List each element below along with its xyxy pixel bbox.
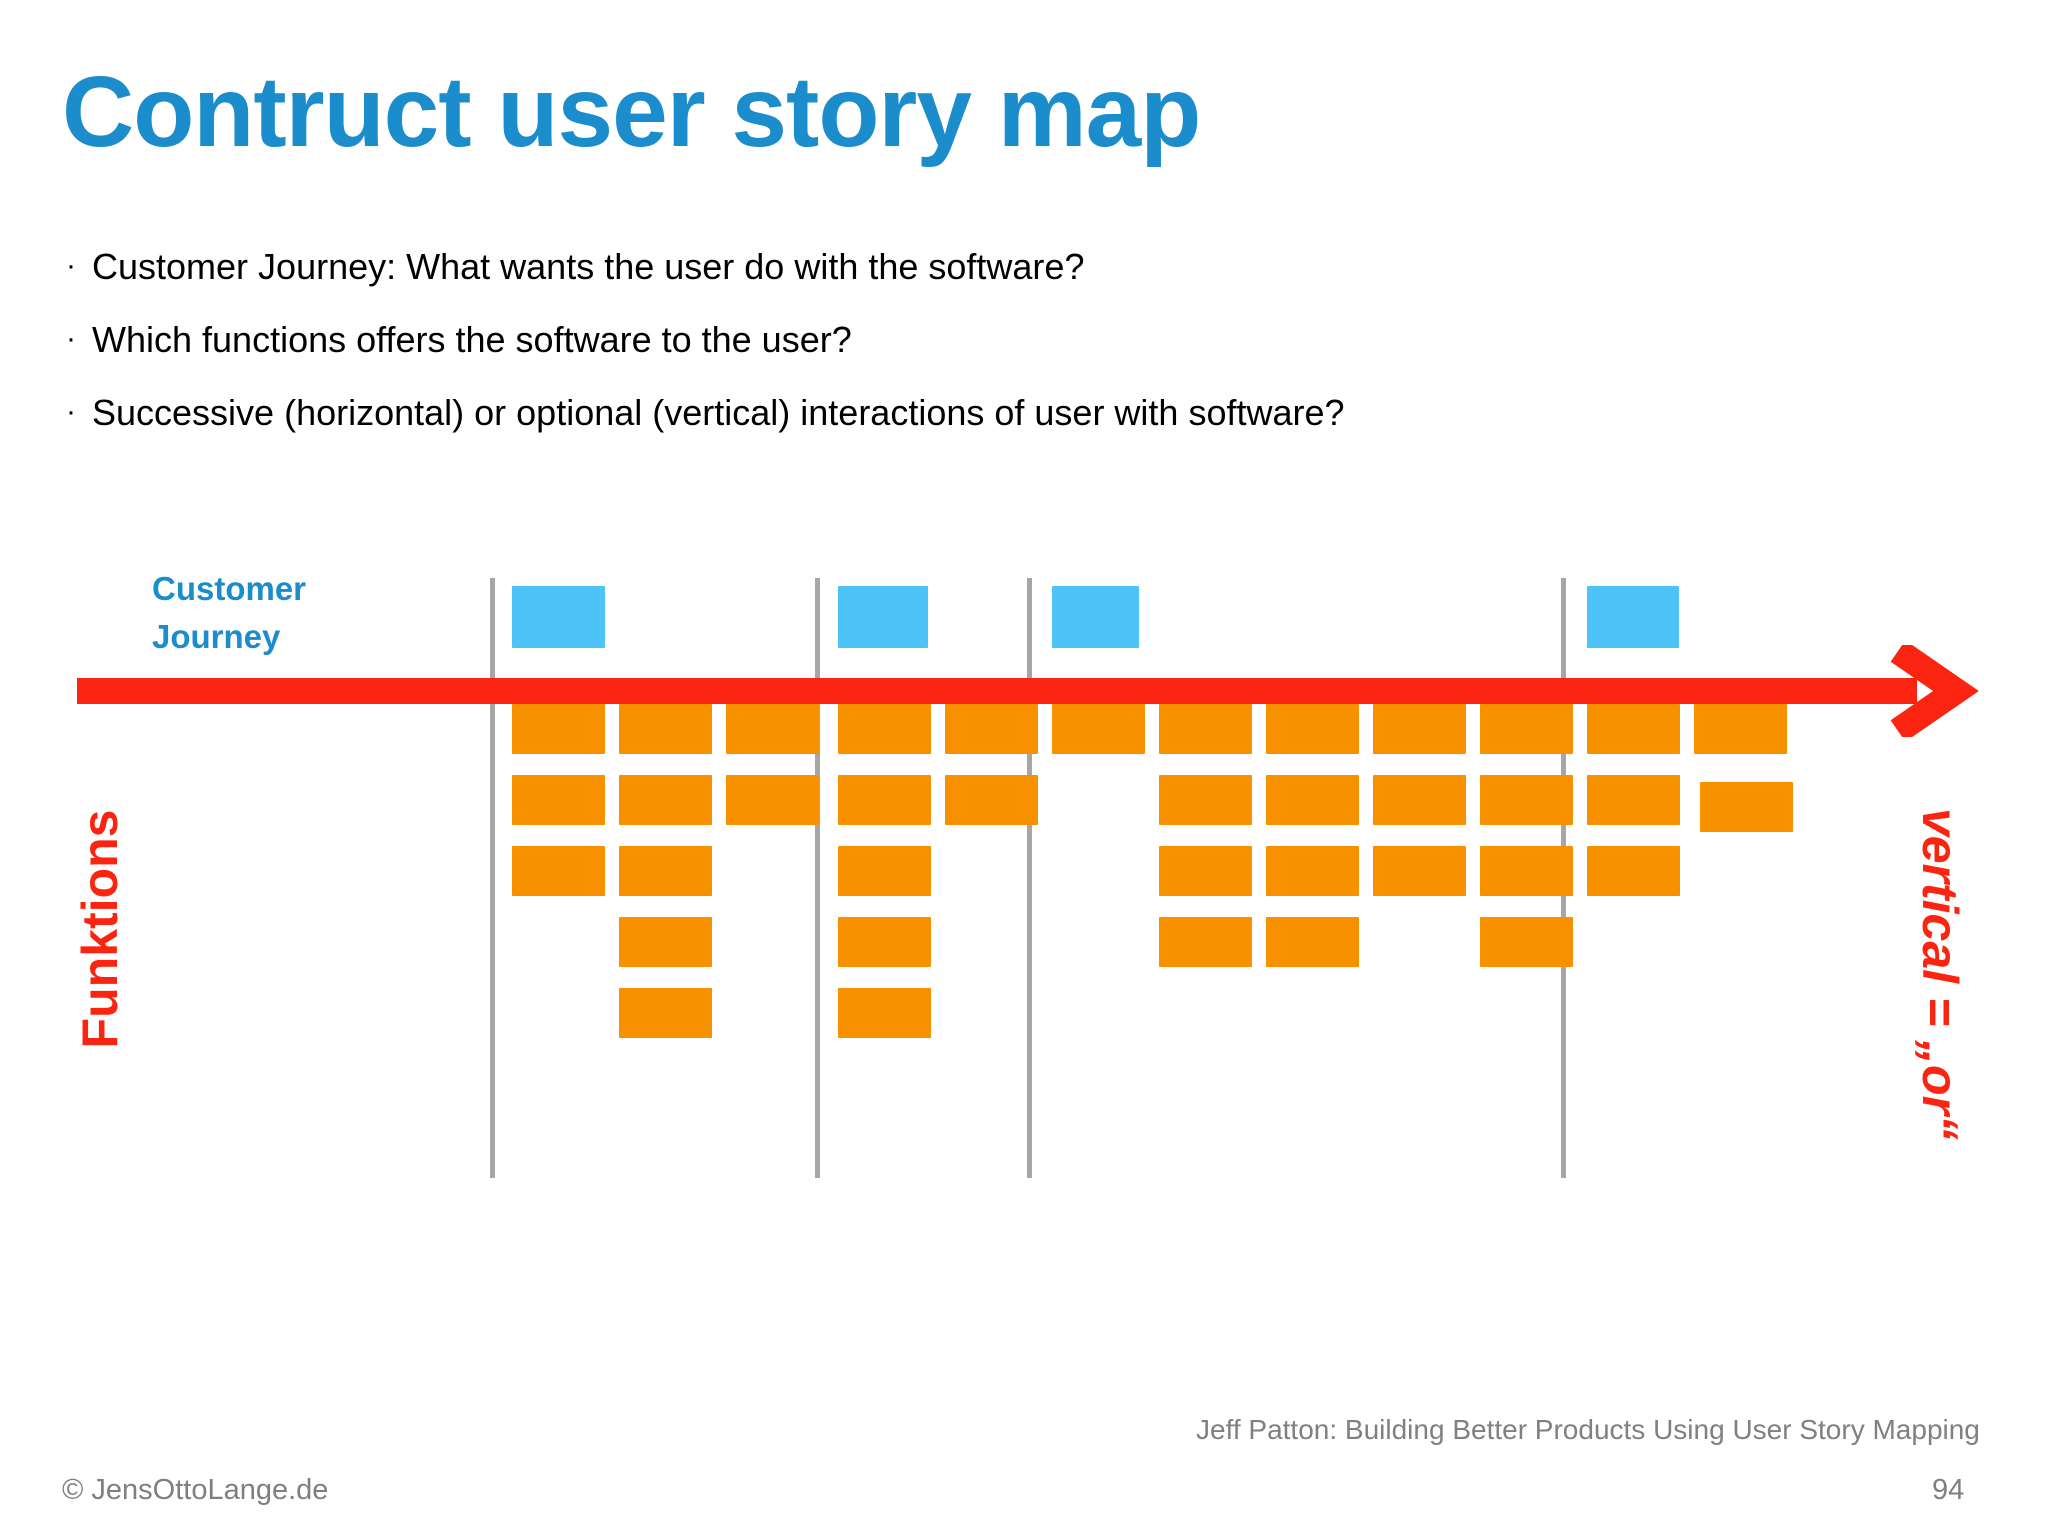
task-card[interactable]: [1587, 775, 1680, 825]
task-card[interactable]: [838, 704, 931, 754]
arrow-head-icon: [1890, 645, 1979, 737]
customer-journey-label-line2: Journey: [152, 618, 281, 655]
task-card[interactable]: [726, 775, 819, 825]
task-card[interactable]: [1700, 782, 1793, 832]
task-card[interactable]: [512, 704, 605, 754]
task-card[interactable]: [619, 846, 712, 896]
task-card[interactable]: [1480, 846, 1573, 896]
task-card[interactable]: [1694, 704, 1787, 754]
customer-journey-label-line1: Customer: [152, 570, 307, 607]
page-title: Contruct user story map: [62, 56, 1201, 168]
bullet-marker-icon: ·: [66, 395, 76, 428]
bullet-marker-icon: ·: [66, 249, 76, 282]
task-card[interactable]: [1266, 917, 1359, 967]
column-divider: [815, 578, 820, 1178]
list-item: · Which functions offers the software to…: [66, 318, 1766, 366]
task-card[interactable]: [1373, 704, 1466, 754]
bullet-text: Which functions offers the software to t…: [92, 319, 852, 360]
bullet-marker-icon: ·: [66, 322, 76, 355]
list-item: · Customer Journey: What wants the user …: [66, 245, 1766, 293]
task-card[interactable]: [1373, 775, 1466, 825]
task-card[interactable]: [1480, 775, 1573, 825]
task-card[interactable]: [1587, 704, 1680, 754]
task-card[interactable]: [1266, 775, 1359, 825]
column-divider: [490, 578, 495, 1178]
task-card[interactable]: [1266, 846, 1359, 896]
task-card[interactable]: [838, 775, 931, 825]
task-card[interactable]: [945, 775, 1038, 825]
task-card[interactable]: [838, 846, 931, 896]
list-item: · Successive (horizontal) or optional (v…: [66, 391, 1766, 439]
task-card[interactable]: [619, 775, 712, 825]
task-card[interactable]: [1159, 846, 1252, 896]
copyright-notice: © JensOttoLange.de: [62, 1474, 329, 1506]
task-card[interactable]: [512, 775, 605, 825]
vertical-or-axis-label: vertical = „or“: [1912, 807, 1968, 1141]
activity-card[interactable]: [1587, 586, 1679, 648]
task-card[interactable]: [1480, 704, 1573, 754]
page-number: 94: [1932, 1474, 1965, 1506]
task-card[interactable]: [1480, 917, 1573, 967]
column-divider: [1027, 578, 1032, 1178]
funktions-axis-label: Funktions: [72, 809, 128, 1049]
task-card[interactable]: [619, 917, 712, 967]
task-card[interactable]: [945, 704, 1038, 754]
activity-card[interactable]: [1052, 586, 1139, 648]
task-card[interactable]: [512, 846, 605, 896]
task-card[interactable]: [619, 704, 712, 754]
task-card[interactable]: [1159, 704, 1252, 754]
task-card[interactable]: [726, 704, 819, 754]
customer-journey-arrow-line: [77, 678, 1917, 704]
task-card[interactable]: [1266, 704, 1359, 754]
task-card[interactable]: [1373, 846, 1466, 896]
task-card[interactable]: [619, 988, 712, 1038]
task-card[interactable]: [1587, 846, 1680, 896]
task-card[interactable]: [1159, 917, 1252, 967]
customer-journey-label: Customer Journey: [152, 565, 452, 661]
bullet-text: Customer Journey: What wants the user do…: [92, 246, 1085, 287]
task-card[interactable]: [1052, 704, 1145, 754]
source-attribution: Jeff Patton: Building Better Products Us…: [1196, 1414, 1980, 1445]
task-card[interactable]: [838, 988, 931, 1038]
task-card[interactable]: [1159, 775, 1252, 825]
bullet-list: · Customer Journey: What wants the user …: [66, 245, 1766, 464]
bullet-text: Successive (horizontal) or optional (ver…: [92, 392, 1345, 433]
task-card[interactable]: [838, 917, 931, 967]
activity-card[interactable]: [512, 586, 605, 648]
column-divider: [1561, 578, 1566, 1178]
activity-card[interactable]: [838, 586, 928, 648]
